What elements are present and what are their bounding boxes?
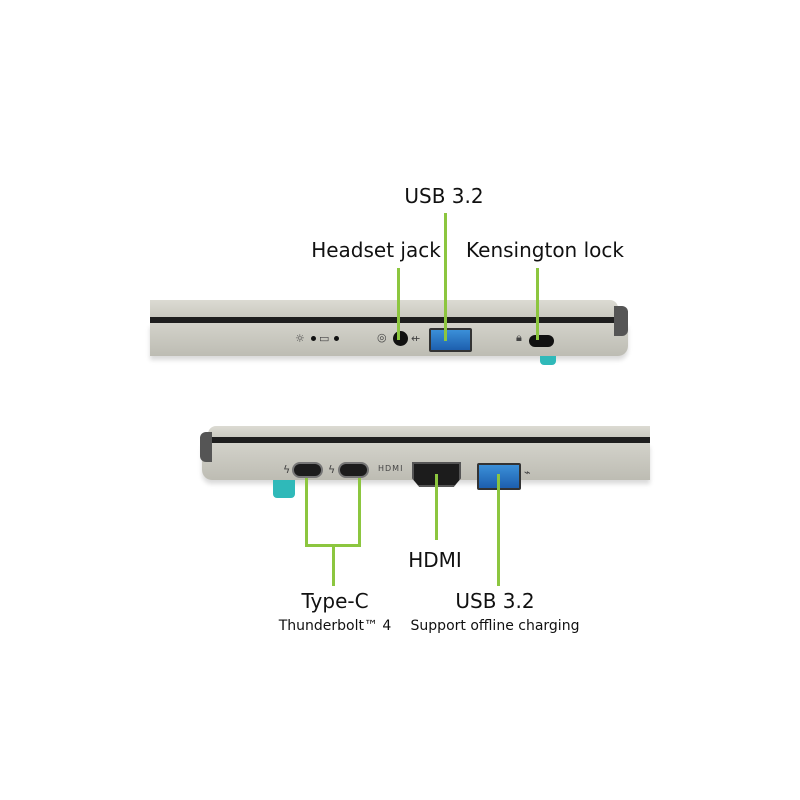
thunderbolt-icon: ϟ	[328, 463, 336, 476]
lid-gap	[150, 317, 620, 323]
lid-edge	[150, 300, 618, 318]
kensington-slot	[529, 335, 554, 347]
battery-led	[334, 336, 339, 341]
callout-line-usb-top	[444, 213, 447, 341]
hinge	[614, 306, 628, 336]
callout-line-usb-bottom	[497, 474, 500, 586]
label-type-c: Type-C	[301, 589, 369, 613]
hinge	[200, 432, 212, 462]
callout-line-typec-stem	[332, 544, 335, 586]
headset-icon: ◎	[377, 331, 387, 344]
label-kensington-lock: Kensington lock	[466, 238, 624, 262]
hdmi-marking: HDMI	[378, 464, 404, 473]
label-hdmi: HDMI	[408, 548, 462, 572]
power-indicator-icon: ☼	[295, 332, 305, 345]
thunderbolt-icon: ϟ	[283, 463, 291, 476]
label-usb-top: USB 3.2	[404, 184, 484, 208]
rubber-foot	[273, 480, 295, 498]
type-c-port-2	[338, 462, 369, 478]
lock-icon: 🔒︎	[516, 331, 522, 344]
battery-indicator-icon: ▭	[319, 332, 330, 345]
label-headset-jack: Headset jack	[311, 238, 441, 262]
callout-line-hdmi	[435, 474, 438, 540]
lid-gap	[206, 437, 650, 443]
label-usb-bottom: USB 3.2	[455, 589, 535, 613]
lid-edge	[208, 426, 650, 438]
rubber-foot	[540, 356, 556, 365]
label-thunderbolt: Thunderbolt™ 4	[278, 618, 392, 634]
usb-icon: ⇷	[411, 332, 421, 345]
callout-line-kensington	[536, 268, 539, 340]
chassis-side	[150, 323, 628, 356]
power-led	[311, 336, 316, 341]
label-offline-charging: Support offline charging	[410, 618, 580, 634]
usb-a-port	[429, 328, 472, 352]
offline-charging-icon: ⌁	[524, 466, 531, 479]
headset-jack-port	[393, 331, 408, 346]
callout-line-headset	[397, 268, 400, 340]
callout-line-typec-1	[305, 478, 308, 547]
callout-line-typec-2	[358, 478, 361, 547]
type-c-port-1	[292, 462, 323, 478]
